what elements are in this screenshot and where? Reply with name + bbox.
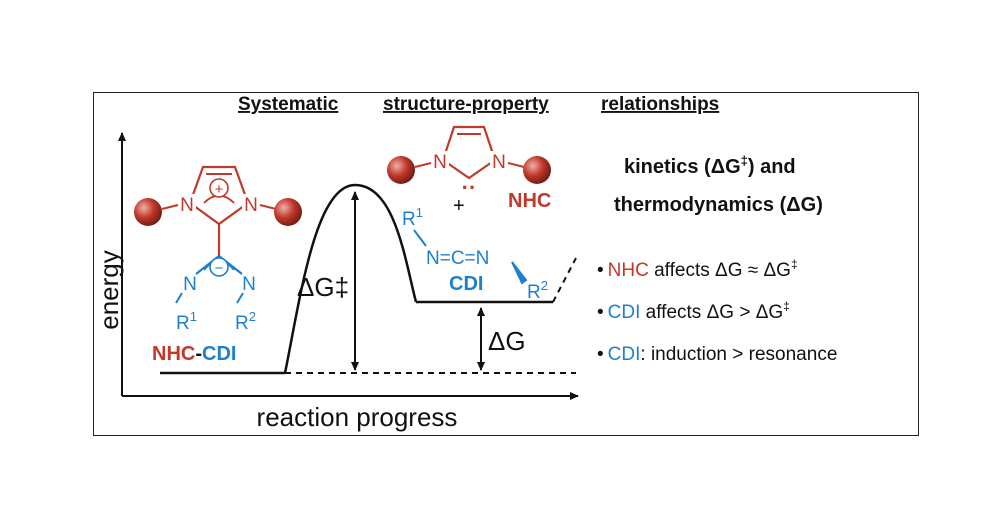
reaction-energy-label: ΔG xyxy=(488,326,526,356)
figure-frame xyxy=(93,92,919,436)
amidinate-n-left: N xyxy=(183,274,197,295)
nhc-cdi-structure: + N N − N N R1 R2 NHC-CDI xyxy=(134,165,302,365)
nhc-ball-left xyxy=(387,156,415,184)
summary-line-1: kinetics (ΔG‡) and xyxy=(624,153,796,178)
cdi-wedge-bond xyxy=(511,261,528,285)
summary-line-2: thermodynamics (ΔG) xyxy=(614,194,823,216)
y-axis-label: energy xyxy=(94,250,124,330)
bullet-list: •NHC affects ΔG ≈ ΔG‡ •CDI affects ΔG > … xyxy=(597,257,837,365)
minus-charge: − xyxy=(215,260,224,277)
substituent-ball-left xyxy=(134,198,162,226)
nhc-n-right: N xyxy=(492,152,506,173)
axes: energy reaction progress xyxy=(94,132,579,432)
substituent-r2: R2 xyxy=(235,309,256,334)
title-word-3: relationships xyxy=(601,94,719,115)
nhc-structure: R N N ·· NHC + xyxy=(387,125,551,217)
activation-energy-label: ΔG‡ xyxy=(297,272,349,302)
ring-n-left: N xyxy=(180,195,194,216)
amidinate-n-right: N xyxy=(242,274,256,295)
title: Systematic structure-property relationsh… xyxy=(238,94,719,115)
bullet-3: •CDI: induction > resonance xyxy=(597,344,837,365)
substituent-r1: R1 xyxy=(176,309,197,334)
bullet-2: •CDI affects ΔG > ΔG‡ xyxy=(597,299,790,323)
title-word-1: Systematic xyxy=(238,94,339,115)
ring-n-right: N xyxy=(244,195,258,216)
free-nhc-ring xyxy=(441,125,497,180)
imidazolium-ring xyxy=(188,165,250,226)
adduct-label: NHC-CDI xyxy=(152,343,236,365)
product-continuation xyxy=(552,257,577,303)
cdi-r1: R1 xyxy=(402,205,423,230)
products-plus: + xyxy=(453,195,465,217)
nhc-ball-right xyxy=(523,156,551,184)
title-word-2: structure-property xyxy=(383,94,549,115)
nhc-n-left: N xyxy=(433,152,447,173)
x-axis-label: reaction progress xyxy=(257,402,458,432)
barrier-curve xyxy=(283,183,418,374)
summary: kinetics (ΔG‡) and thermodynamics (ΔG) xyxy=(614,153,823,216)
nhc-label: NHC xyxy=(508,190,551,212)
plus-charge-circle xyxy=(209,178,229,198)
plus-charge: + xyxy=(215,181,224,198)
energy-profile: ΔG‡ ΔG xyxy=(160,183,577,375)
cdi-formula: N=C=N xyxy=(426,248,489,269)
carbene-lone-pair: ·· xyxy=(462,175,477,200)
substituent-ball-right xyxy=(274,198,302,226)
bullet-1: •NHC affects ΔG ≈ ΔG‡ xyxy=(597,257,798,281)
cdi-r2: R2 xyxy=(527,278,548,303)
minus-charge-circle xyxy=(209,257,229,277)
cdi-label: CDI xyxy=(449,273,483,295)
cdi-structure: R1 N=C=N R2 CDI xyxy=(402,205,548,303)
